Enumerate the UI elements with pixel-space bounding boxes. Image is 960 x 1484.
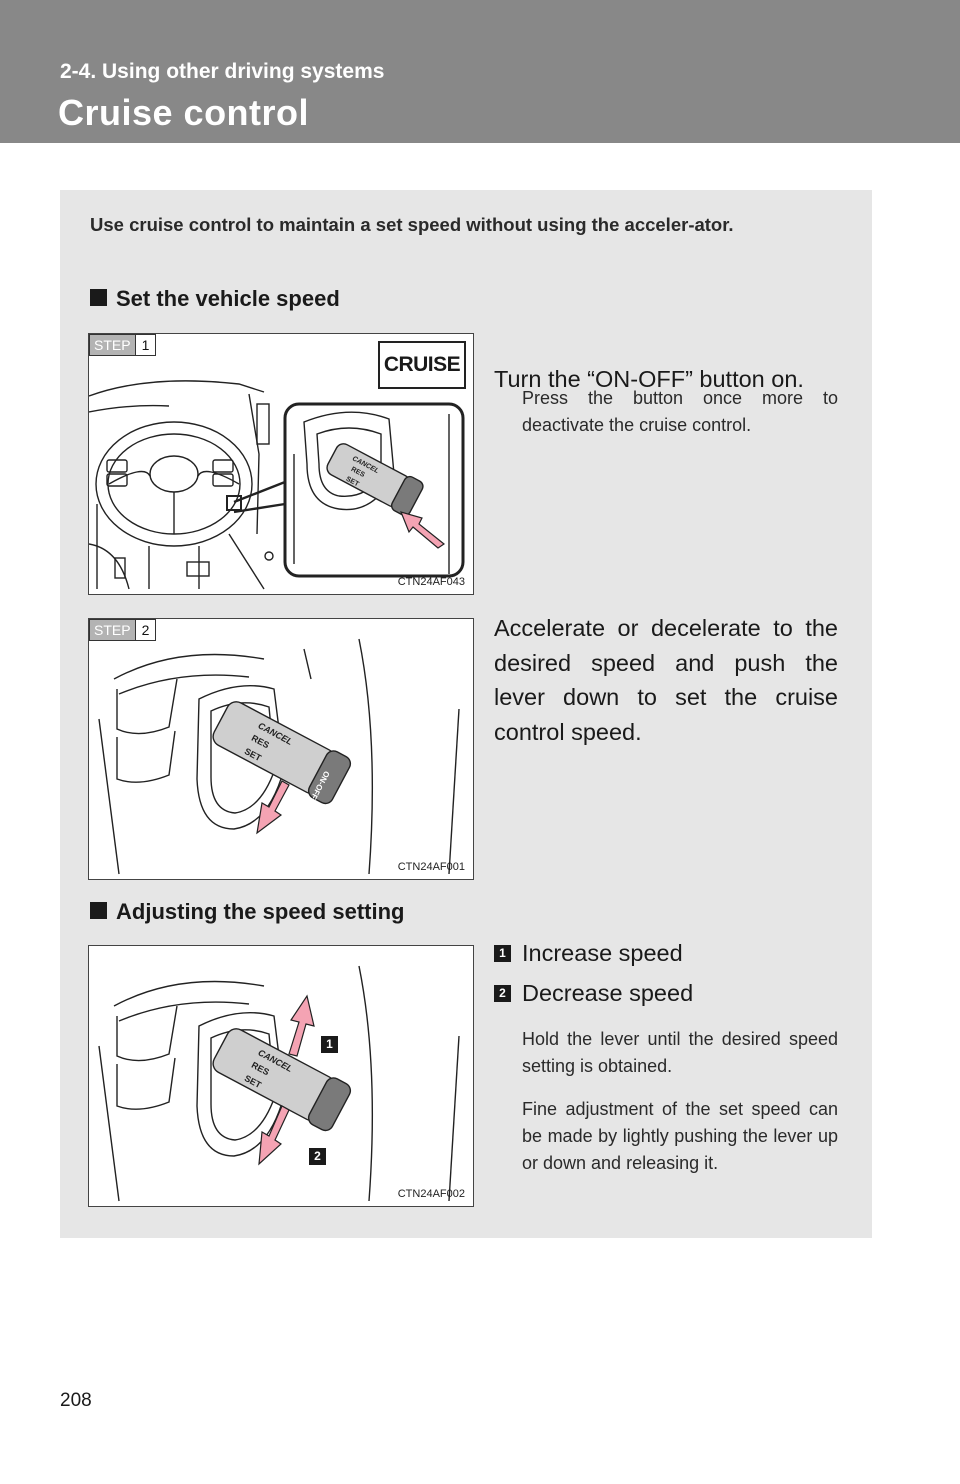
figure-step-1: CANCEL RES SET CRUISE STEP 1 CTN24AF043 (88, 333, 474, 595)
step-badge: STEP 2 (89, 619, 157, 641)
legend-label: Decrease speed (522, 980, 694, 1006)
intro-text: Use cruise control to maintain a set spe… (90, 214, 734, 235)
step-1-text: Turn the “ON-OFF” button on. (494, 366, 804, 392)
page-title: Cruise control (58, 92, 310, 133)
lever-adjust-illustration: CANCEL RES SET (98, 965, 460, 1202)
subheading-adjust-speed: Adjusting the speed setting (90, 899, 404, 925)
lever-icon: CANCEL RES SET (326, 443, 424, 517)
legend-item-decrease: 2 Decrease speed (494, 980, 693, 1007)
push-down-arrow-icon (256, 780, 290, 835)
legend-item-increase: 1 Increase speed (494, 940, 683, 967)
subheading-set-speed: Set the vehicle speed (90, 286, 340, 312)
callout-1-icon: 1 (321, 1036, 338, 1053)
section-label: 2-4. Using other driving systems (60, 60, 385, 83)
page-number: 208 (60, 1390, 92, 1411)
figure-code: CTN24AF002 (397, 1188, 465, 1200)
subheading-label: Set the vehicle speed (116, 286, 340, 311)
subheading-label: Adjusting the speed setting (116, 899, 405, 924)
step-badge-number: 2 (134, 620, 156, 640)
figure-code: CTN24AF001 (397, 861, 465, 873)
page-header: 2-4. Using other driving systems Cruise … (0, 0, 960, 143)
figure-code: CTN24AF043 (397, 576, 465, 588)
callout-2-icon: 2 (309, 1148, 326, 1165)
step-1-note: Press the button once more to deactivate… (522, 388, 838, 435)
decrease-arrow-icon (258, 1105, 290, 1166)
number-1-icon: 1 (494, 945, 511, 962)
step-badge-label: STEP (90, 620, 135, 640)
increase-arrow-icon (288, 994, 315, 1057)
lever-icon: CANCEL RES SET ON-OFF (212, 701, 352, 805)
square-bullet-icon (90, 902, 107, 919)
step-badge-number: 1 (134, 335, 156, 355)
step-2-text: Accelerate or decelerate to the desired … (494, 615, 838, 745)
number-2-icon: 2 (494, 985, 511, 1002)
adjust-note-fine: Fine adjustment of the set speed can be … (522, 1099, 838, 1173)
dashboard-illustration: CANCEL RES SET (89, 341, 466, 590)
step-badge-label: STEP (90, 335, 135, 355)
step-badge: STEP 1 (89, 334, 157, 356)
lever-icon: CANCEL RES SET (212, 1028, 352, 1132)
square-bullet-icon (90, 289, 107, 306)
figure-step-2: CANCEL RES SET ON-OFF STEP 2 CTN24AF001 (88, 618, 474, 880)
press-arrow-icon (399, 511, 446, 549)
lever-illustration: CANCEL RES SET ON-OFF (98, 638, 460, 875)
adjust-note-hold: Hold the lever until the desired speed s… (522, 1029, 838, 1076)
figure-adjust-speed: CANCEL RES SET 1 2 CTN24AF002 (88, 945, 474, 1207)
cruise-button-label: CRUISE (383, 353, 461, 376)
legend-label: Increase speed (522, 940, 683, 966)
